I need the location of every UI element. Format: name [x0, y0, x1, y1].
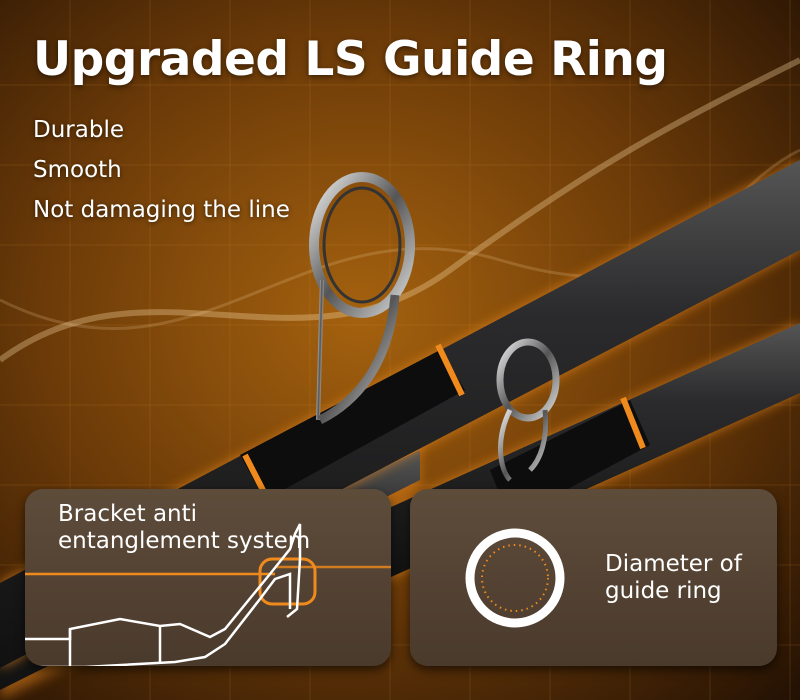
- feature-item: Not damaging the line: [33, 197, 290, 223]
- ring-diameter-icon: [465, 528, 565, 628]
- bracket-label-line: entanglement system: [58, 528, 311, 554]
- bracket-label-line: Bracket anti: [58, 501, 198, 527]
- orange-band: [620, 396, 646, 450]
- light-wave: [0, 57, 800, 363]
- feature-list: Durable Smooth Not damaging the line: [33, 110, 290, 230]
- feature-item: Durable: [33, 117, 124, 143]
- feature-item: Smooth: [33, 157, 122, 183]
- ring-diameter-label: Diameter of guide ring: [605, 551, 742, 605]
- bracket-card: Bracket anti entanglement system: [25, 489, 391, 666]
- page-title: Upgraded LS Guide Ring: [33, 32, 668, 87]
- bracket-diagram-icon: [25, 523, 391, 666]
- ring-label-line: Diameter of: [605, 551, 742, 577]
- guide-foot: [240, 350, 465, 500]
- ring-label-line: guide ring: [605, 578, 722, 604]
- ring-diameter-card: Diameter of guide ring: [410, 489, 777, 666]
- bracket-label: Bracket anti entanglement system: [58, 501, 310, 555]
- large-guide-ring: [309, 172, 415, 425]
- orange-band: [435, 343, 465, 397]
- small-guide-ring: [496, 338, 560, 482]
